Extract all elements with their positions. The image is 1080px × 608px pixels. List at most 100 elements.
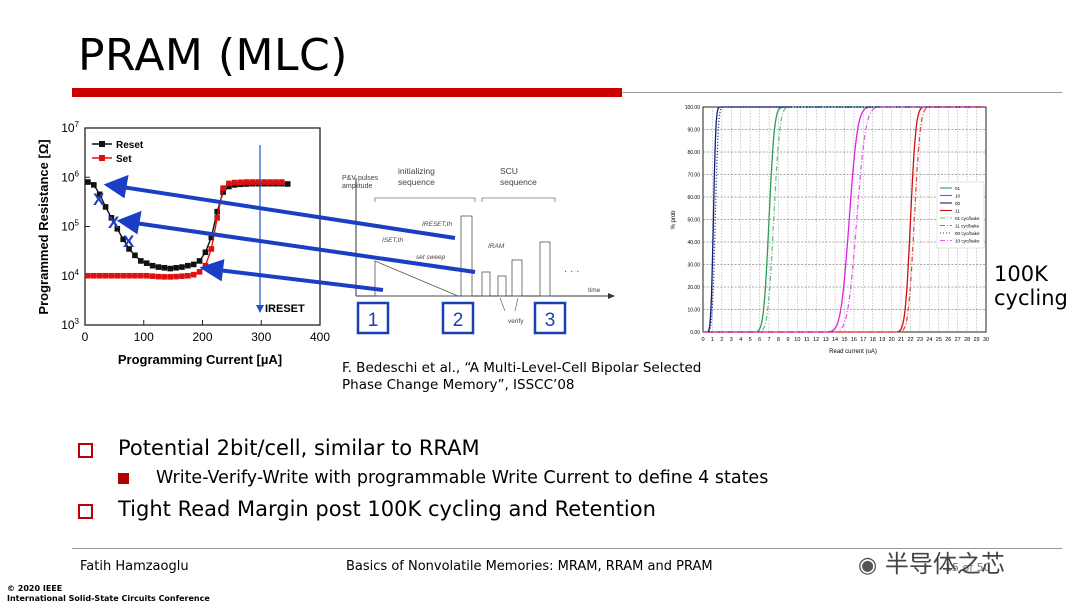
sub-bullet-marker — [118, 473, 129, 484]
y-tick-label: 107 — [61, 120, 79, 135]
legend-label: Reset — [116, 140, 144, 151]
data-point-set — [167, 274, 173, 280]
data-point-set — [267, 179, 273, 185]
data-point-reset — [179, 264, 185, 270]
legend-label: Set — [116, 154, 132, 165]
x-tick-label: 26 — [945, 337, 951, 343]
wechat-icon: ◉ — [858, 553, 878, 578]
data-point-set — [161, 274, 168, 280]
data-point-set — [179, 273, 185, 279]
x-tick-label: 0 — [82, 330, 89, 344]
read-current-distribution-chart: 0.0010.0020.0030.0040.0050.0060.0070.008… — [671, 105, 989, 355]
verify-pointer — [499, 297, 506, 312]
x-marker: X — [93, 190, 105, 209]
iram-label: IRAM — [488, 243, 505, 250]
init-bracket — [374, 197, 476, 202]
pulse-axis-label-1: P&V pulses — [342, 175, 379, 182]
bullet-item: Potential 2bit/cell, similar to RRAM — [78, 436, 480, 460]
x-tick-label: 22 — [907, 337, 913, 343]
ireset-marker-arrowhead — [256, 305, 264, 313]
x-tick-label: 2 — [720, 337, 723, 343]
reset-pulse — [460, 215, 473, 297]
data-point-reset — [284, 181, 291, 187]
set-sweep-ramp — [374, 260, 459, 297]
x-tick-label: 3 — [730, 337, 733, 343]
cycling-annotation-line-2: cycling — [994, 286, 1068, 310]
legend-box — [936, 181, 985, 249]
cdf-line-10-cyc-bake — [703, 106, 986, 333]
left-x-axis-label: Programming Current [µA] — [118, 352, 282, 367]
x-tick-label: 100 — [134, 330, 154, 344]
init-seq-label-2: sequence — [398, 177, 435, 187]
time-arrowhead — [608, 293, 615, 299]
data-point-set — [190, 271, 197, 278]
data-point-reset — [138, 258, 144, 264]
x-tick-label: 24 — [926, 337, 932, 343]
title-divider — [622, 92, 1062, 93]
data-point-reset — [196, 258, 203, 264]
data-point-set — [96, 272, 103, 279]
x-marker: X — [123, 232, 135, 251]
ireset-th-label: IRESET,th — [422, 221, 452, 228]
y-tick-label: 40.00 — [687, 240, 700, 246]
y-tick-label: 0.00 — [690, 330, 700, 336]
ram-pulse — [481, 271, 491, 297]
scu-bracket — [481, 197, 556, 202]
x-tick-label: 9 — [786, 337, 789, 343]
data-point-set — [196, 269, 203, 275]
data-point-set — [279, 179, 285, 185]
data-point-set — [143, 272, 150, 279]
data-point-reset — [202, 249, 209, 256]
x-tick-label: 19 — [879, 337, 885, 343]
iset-th-label: ISET,th — [382, 237, 403, 244]
x-tick-label: 21 — [898, 337, 904, 343]
data-point-set — [261, 179, 267, 185]
x-tick-label: 6 — [758, 337, 761, 343]
x-tick-label: 13 — [823, 337, 829, 343]
y-tick-label: 70.00 — [687, 173, 700, 179]
right-y-axis-label: % prob — [671, 210, 677, 230]
legend-label: 01 — [955, 186, 961, 191]
footer-author: Fatih Hamzaoglu — [80, 559, 189, 574]
data-point-set — [120, 272, 126, 279]
set-sweep-label: set sweep — [416, 254, 446, 261]
data-point-reset — [155, 264, 162, 270]
data-point-set — [108, 272, 115, 279]
data-point-set — [255, 179, 262, 185]
data-point-set — [132, 272, 138, 279]
y-tick-label: 30.00 — [687, 263, 700, 269]
step-label-3: 3 — [545, 310, 556, 331]
pulse-axis-label-2: amplitude — [342, 183, 372, 190]
left-y-axis-label: Programmed Resistance [Ω] — [36, 139, 51, 314]
bullet-text: Potential 2bit/cell, similar to RRAM — [118, 436, 480, 460]
cycling-annotation-line-1: 100K — [994, 262, 1048, 286]
scu-pulse — [511, 259, 523, 297]
data-point-set — [102, 272, 109, 279]
data-point-set — [226, 180, 232, 187]
series-line-set — [87, 181, 282, 278]
x-tick-label: 18 — [870, 337, 876, 343]
data-point-set — [237, 179, 244, 186]
data-point-set — [138, 272, 144, 279]
x-tick-label: 30 — [983, 337, 989, 343]
x-tick-label: 0 — [701, 337, 704, 343]
y-tick-label: 80.00 — [687, 150, 700, 156]
x-tick-label: 200 — [192, 330, 212, 344]
cycling-annotation: 100K cycling — [994, 262, 1068, 310]
data-point-set — [114, 272, 121, 279]
step-box-1 — [356, 301, 390, 335]
data-point-reset — [161, 265, 168, 271]
legend-marker — [99, 155, 105, 161]
x-tick-label: 5 — [749, 337, 752, 343]
continuation-dots: . . . — [564, 263, 579, 275]
x-tick-label: 300 — [251, 330, 271, 344]
citation-line-2: Phase Change Memory”, ISSCC’08 — [342, 377, 575, 393]
x-tick-label: 29 — [974, 337, 980, 343]
init-seq-label-1: initializing — [398, 166, 435, 176]
data-point-reset — [190, 261, 197, 268]
step-box-2 — [441, 301, 475, 335]
scu-seq-label-1: SCU — [500, 166, 518, 176]
copyright-line-1: © 2020 IEEE — [7, 584, 63, 593]
x-tick-label: 11 — [804, 337, 810, 343]
